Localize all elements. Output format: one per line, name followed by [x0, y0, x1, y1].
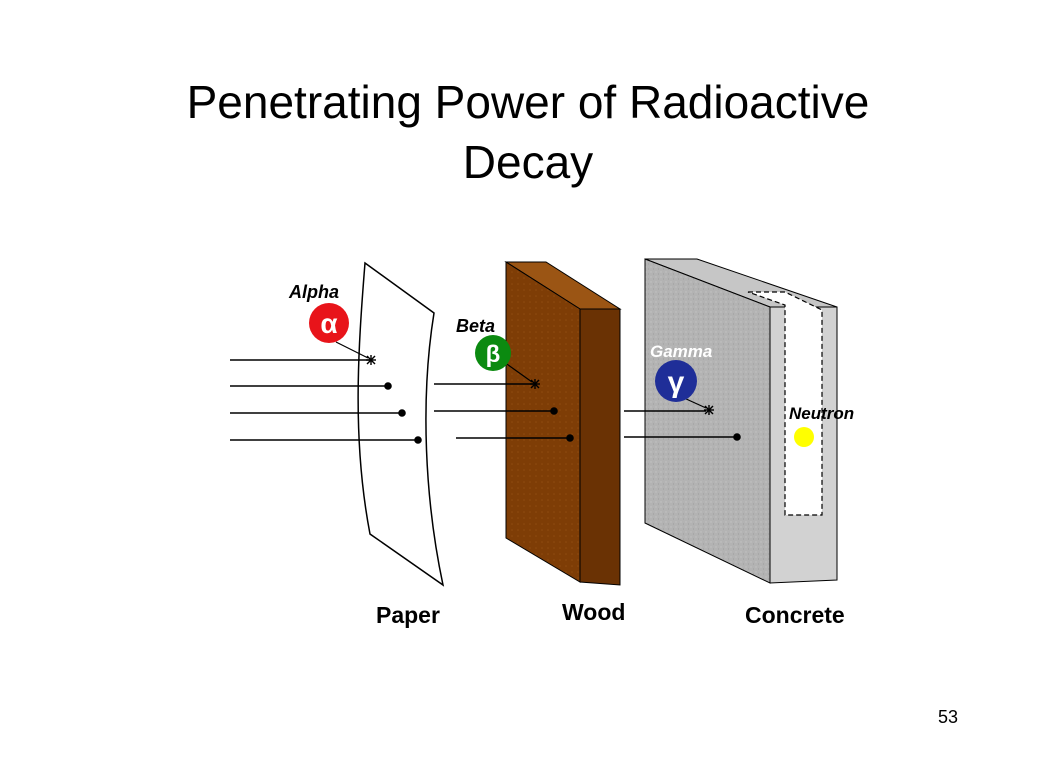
neutron-label: Neutron [789, 404, 854, 423]
beta-label: Beta [456, 316, 495, 336]
beta-leader [503, 361, 533, 383]
beta-particle-icon: β [475, 335, 511, 371]
paper-barrier [357, 261, 445, 587]
particle-leaders [335, 341, 707, 409]
neutron-ray-endpoint-3 [733, 433, 741, 441]
wood-barrier [504, 261, 622, 586]
concrete-label: Concrete [745, 602, 845, 628]
paper-label: Paper [376, 602, 440, 628]
paper-sheet [357, 261, 445, 587]
slide-title-line-2: Decay [462, 136, 594, 188]
gamma-stop-asterisk-icon [704, 405, 714, 415]
gamma-symbol: γ [668, 366, 685, 399]
slide-number: 53 [938, 707, 959, 727]
beta-ray-endpoint-1 [384, 382, 392, 390]
gamma-leader [683, 397, 707, 409]
neutron-channel [747, 291, 823, 516]
gamma-label: Gamma [650, 342, 712, 361]
wood-side-face [579, 308, 621, 586]
neutron-ray-endpoint-1 [414, 436, 422, 444]
alpha-leader [335, 341, 369, 359]
gamma-ray-endpoint-1 [398, 409, 406, 417]
beta-symbol: β [486, 341, 501, 368]
slide-title-line-1: Penetrating Power of Radioactive [186, 76, 870, 128]
alpha-label: Alpha [288, 282, 339, 302]
radiation-rays [230, 359, 741, 444]
alpha-symbol: α [320, 308, 337, 339]
neutron-particle-icon [794, 427, 814, 447]
alpha-particle-icon: α [309, 303, 349, 343]
slide-title: Penetrating Power of Radioactive Decay [0, 72, 1056, 192]
neutron-ray-endpoint-2 [566, 434, 574, 442]
alpha-stop-asterisk-icon [366, 355, 376, 365]
stop-markers [366, 355, 714, 415]
gamma-ray-endpoint-2 [550, 407, 558, 415]
wood-label: Wood [562, 599, 625, 625]
wood-front-face [505, 261, 581, 583]
beta-stop-asterisk-icon [530, 379, 540, 389]
concrete-front-face [644, 258, 771, 584]
gamma-particle-icon: γ [655, 360, 697, 402]
